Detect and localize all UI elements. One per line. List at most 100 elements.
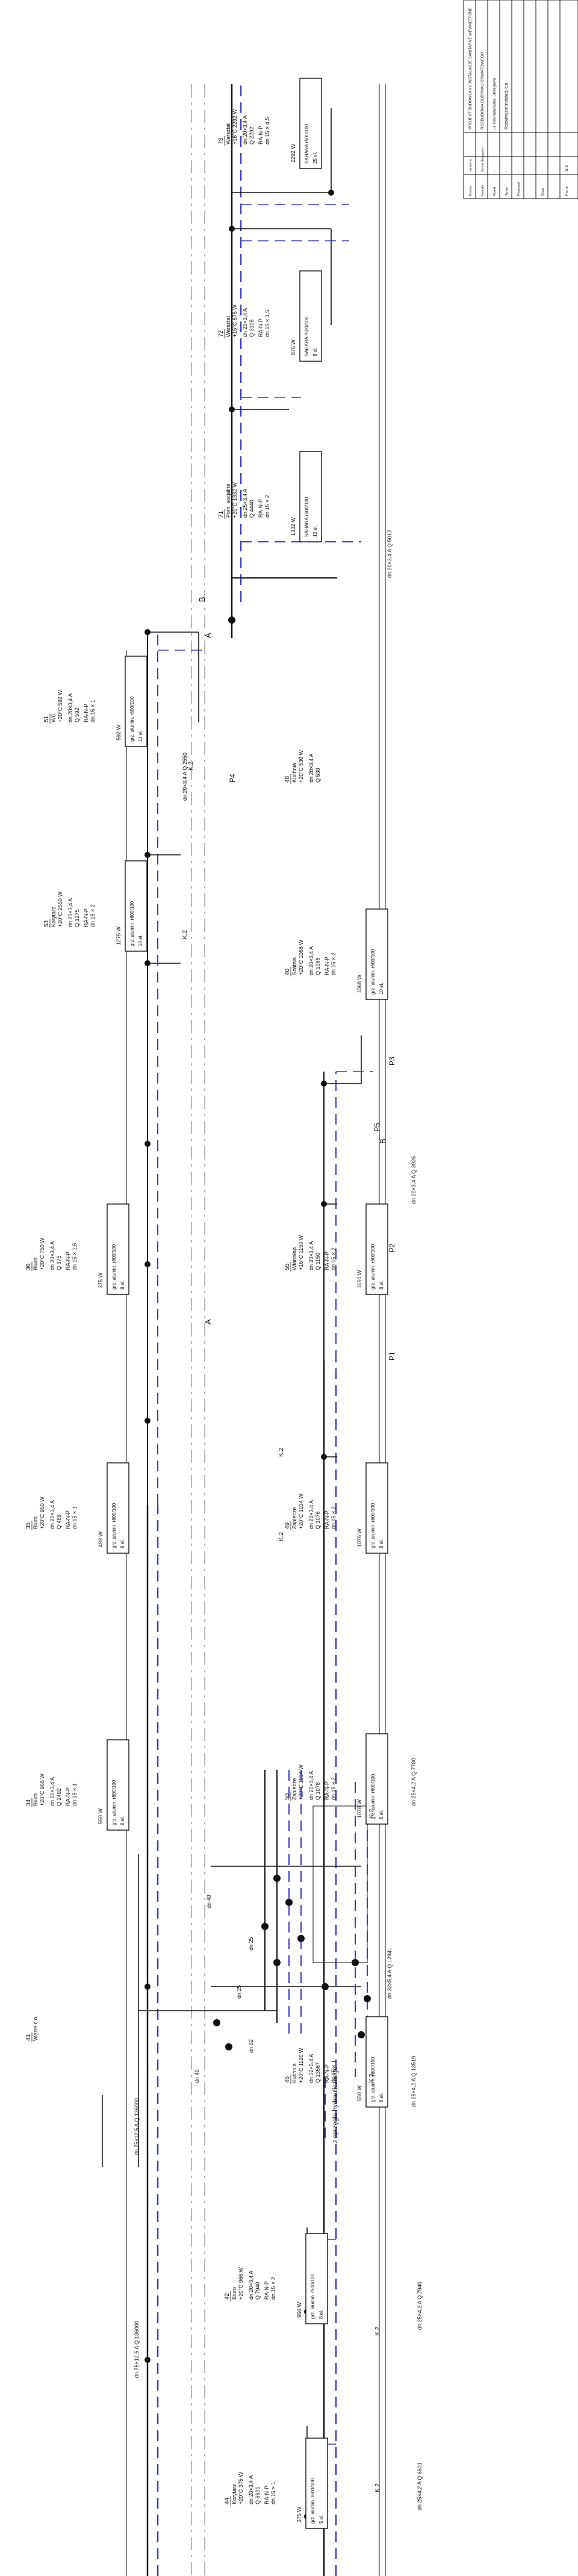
- valve-setting: dn 15 × 1: [72, 1783, 78, 1806]
- connection-size: dn 20×3,4 A: [49, 1241, 55, 1270]
- connection-size: dn 20×3,4 A: [49, 1777, 55, 1806]
- radiator-load: 966 W: [296, 2301, 302, 2318]
- room-temp-load: +20°C 592 W: [57, 690, 63, 722]
- radiator-type: grz. alumin. r600/100: [370, 1503, 376, 1548]
- markers: A A B B: [197, 597, 387, 1324]
- room-temp-load: +16°C 2292 W: [232, 109, 238, 144]
- pipe-junctions: [144, 190, 371, 2519]
- radiator-number: 44: [224, 2497, 231, 2504]
- radiator-load: 375 W: [296, 2506, 302, 2522]
- radiator-box: [365, 1462, 388, 1554]
- radiator-number: 41: [25, 2034, 32, 2041]
- tb-project-name: ROZBUDOWA BUDYNKU OŚWIATOWEGO: [479, 52, 485, 129]
- connection-size: dn 32×5,4 A: [308, 2054, 314, 2083]
- pipe-size-label: dn 20×3,4 A Q 5012: [387, 530, 393, 578]
- radiator-type: grz. alumin. r600/100: [129, 901, 135, 946]
- tb-value-object: -: [493, 170, 497, 172]
- room-name: Korytarz: [231, 2484, 237, 2504]
- section-markers: K.2K.2K.2K.2K.2K.2K.2K.2: [182, 762, 381, 2492]
- valve-setting: dn 15 × 1: [270, 2481, 276, 2504]
- radiator-number: 36: [25, 1263, 32, 1270]
- tb-value-scale: -: [541, 170, 545, 172]
- valve-type: RA-N-P: [324, 957, 330, 975]
- tb-value-investor: Gmina Strzegowo: [481, 147, 485, 172]
- radiator-box: [107, 1462, 129, 1554]
- valve-type: RA-N-P: [65, 1787, 71, 1806]
- tb-label-branch: Branża: [469, 186, 473, 196]
- room-name: Biuro: [33, 1516, 39, 1529]
- pipe-size-label: dn 40: [194, 2069, 200, 2083]
- section-marker: K.2: [374, 2483, 381, 2492]
- node-label: z sprzęgła hydraulicznego: [332, 2067, 339, 2143]
- flow-value: Q 1150: [315, 1253, 321, 1270]
- flow-value: Q 3108: [249, 319, 255, 337]
- tb-description: PROJEKT BUDOWLANY. INSTALACJE SANITARNE …: [468, 7, 473, 129]
- radiator-type: grz. alumin. r600/100: [129, 696, 135, 742]
- valve-type: RA-N-P: [258, 126, 264, 144]
- riser-label: P5: [373, 1123, 381, 1132]
- radiator-box: [299, 78, 322, 169]
- valve-setting: dn 15 × 1: [72, 1506, 78, 1529]
- radiator-box: [365, 2016, 388, 2108]
- valve-setting: dn 15 × 2: [270, 2277, 276, 2300]
- radiator-count: 10 el.: [138, 934, 143, 946]
- valve-setting: dn 15 × 2: [90, 904, 96, 927]
- flow-value: Q 530: [315, 768, 321, 783]
- section-marker: K.2: [368, 2074, 375, 2083]
- room-name: Wiatrołap: [291, 1247, 297, 1270]
- pipe-size-label: dn 25×4,2 A Q 7940: [417, 2282, 423, 2330]
- valve-type: RA-N-P: [324, 2064, 330, 2083]
- title-block: PROJEKT BUDOWLANY. INSTALACJE SANITARNE …: [463, 0, 578, 199]
- valve-type: RA-N-P: [65, 1510, 71, 1529]
- radiator-load: 550 W: [98, 1808, 104, 1824]
- radiator-count: 12 el.: [312, 525, 318, 537]
- pipe-size-label: dn 25×4,2 A Q 13519: [411, 2056, 417, 2107]
- connection-size: dn 20×3,4 A: [308, 1500, 314, 1529]
- tb-label-investor: Inwestor: [481, 184, 485, 196]
- valve-type: RA-N-P: [264, 2486, 270, 2504]
- radiator-count: 8 el.: [120, 1539, 125, 1548]
- tb-value-topic: -: [505, 170, 509, 172]
- connection-size: dn 20×3,4 A: [67, 898, 73, 927]
- room-temp-load: +20°C 966 W: [238, 2267, 244, 2300]
- pipe-size-label: dn 25: [236, 1985, 242, 1999]
- connection-size: dn 20×3,4 A: [242, 116, 248, 144]
- riser-label: P3: [388, 1057, 396, 1066]
- radiator-load: 1150 W: [356, 1270, 362, 1288]
- radiator-count: 8 el.: [120, 1280, 125, 1290]
- flow-value: Q 489: [56, 1514, 62, 1529]
- section-marker: K.2: [278, 1532, 285, 1541]
- flow-value: Q 6601: [255, 2486, 261, 2504]
- room-temp-load: +20°C 1034 W: [298, 1494, 304, 1529]
- boiler-room-manifold: [102, 1770, 368, 2167]
- radiator-box: [365, 1733, 388, 1825]
- radiator-box: [365, 908, 388, 1000]
- radiator-load: 876 W: [290, 339, 296, 355]
- radiator-box: [107, 1203, 129, 1295]
- radiator-number: 34: [25, 1799, 32, 1806]
- radiator-number: 73: [218, 137, 225, 144]
- tb-sheet-title: Rozwinięcie instalacji c.o.: [505, 82, 509, 129]
- connection-size: dn 20×3,4 A: [308, 1771, 314, 1800]
- connection-size: dn 20×3,4 A: [308, 1241, 314, 1270]
- valve-setting: dn 15 × 4,5: [264, 117, 270, 144]
- connection-size: dn 20×3,4 A: [67, 694, 73, 722]
- radiator-number: 42: [224, 2292, 231, 2300]
- radiator-count: 8 el.: [120, 1816, 125, 1825]
- pipe-size-label: dn 20×3,4 A Q 3926: [411, 1156, 417, 1204]
- radiator-type: grz. alumin. r600/100: [111, 1503, 117, 1548]
- radiator-box: [107, 1739, 129, 1831]
- connection-size: dn 20×3,4 A: [248, 2271, 254, 2300]
- radiator-load: 2292 W: [290, 143, 296, 163]
- flow-value: Q 1068: [315, 957, 321, 975]
- radiator-number: 50: [284, 1793, 291, 1800]
- room-temp-load: +20°C 375 W: [238, 2472, 244, 2504]
